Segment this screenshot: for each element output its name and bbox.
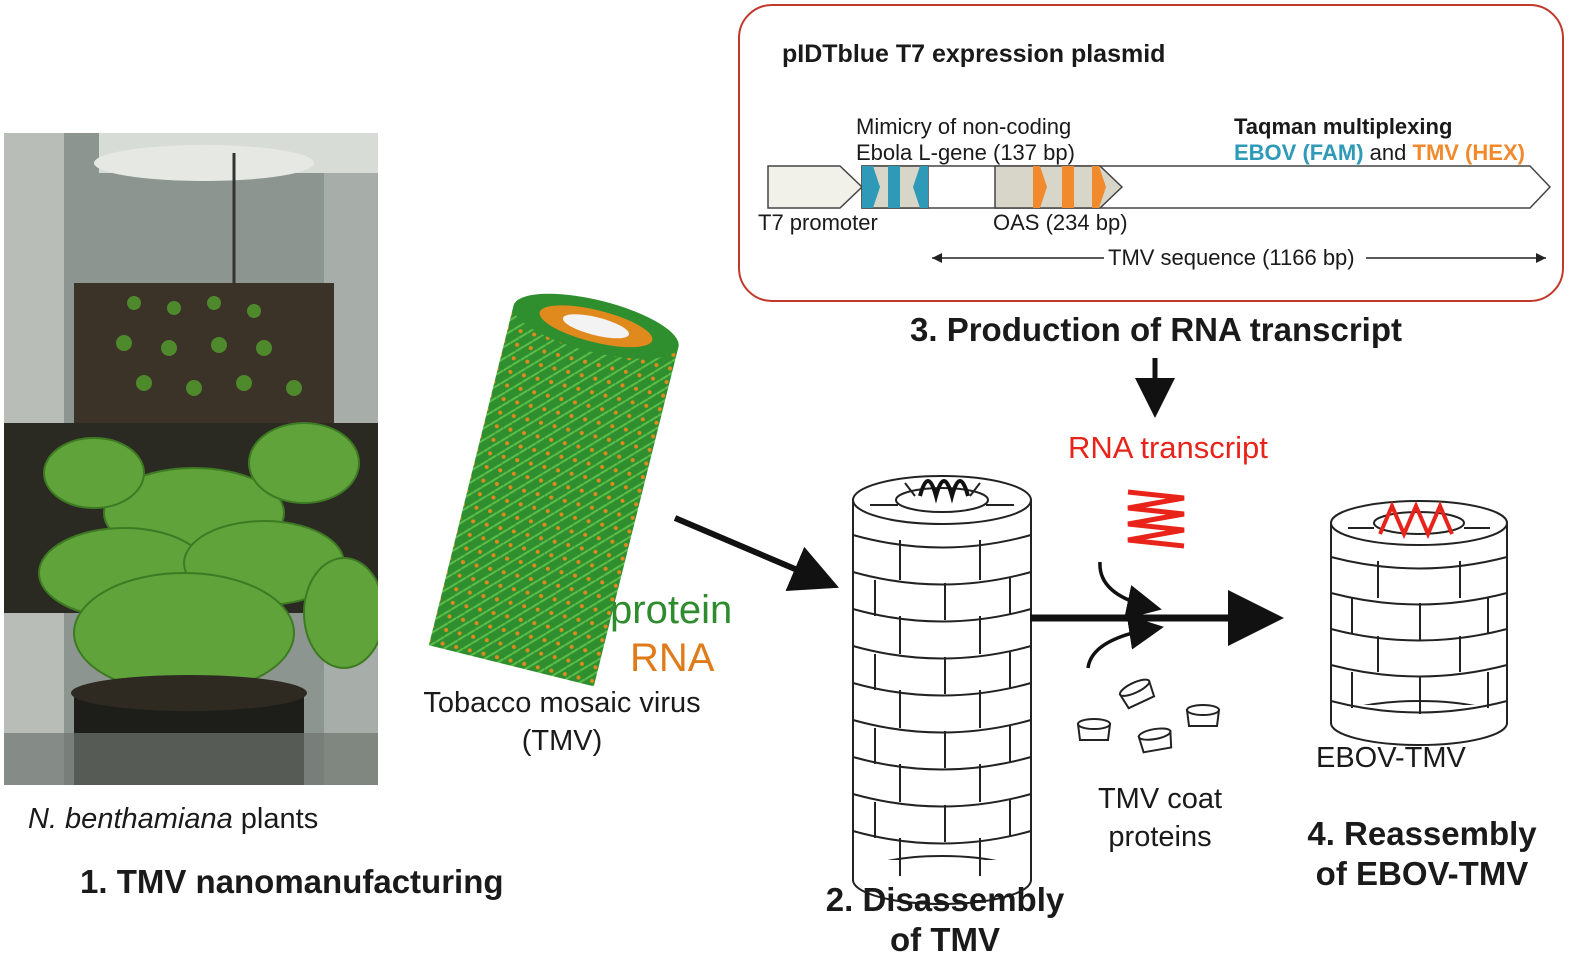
tmv-name-line2: (TMV)	[521, 725, 603, 757]
plants-caption: N. benthamiana plants	[28, 803, 318, 836]
rna-transcript-label: RNA transcript	[1068, 430, 1268, 465]
step1-title: 1. TMV nanomanufacturing	[80, 863, 504, 900]
ebov-tmv-cylinder	[1330, 500, 1508, 746]
coat-protein-fragments	[1076, 678, 1221, 754]
tmv-particle	[428, 293, 679, 687]
mimicry-label: Mimicry of non-coding Ebola L-gene (137 …	[856, 114, 1075, 166]
t7-promoter-block	[767, 165, 864, 209]
tmv-name: Tobacco mosaic virus (TMV)	[402, 684, 722, 760]
rna-coil	[1127, 489, 1185, 549]
coat-proteins-line1: TMV coat	[1097, 783, 1223, 815]
ebov-probe-1	[862, 166, 880, 208]
plants-caption-rest: plants	[232, 803, 319, 835]
mimicry-line1: Mimicry of non-coding	[856, 114, 1072, 139]
plasmid-panel: pIDTblue T7 expression plasmid Mimicry o…	[738, 4, 1564, 302]
oas-label: OAS (234 bp)	[993, 210, 1128, 235]
step2-title-line1: 2. Disassembly	[825, 881, 1065, 918]
coat-proteins-label: TMV coat proteins	[1060, 780, 1260, 856]
mimicry-line2: Ebola L-gene (137 bp)	[856, 140, 1075, 165]
plasmid-map	[767, 165, 1552, 272]
protein-label: protein	[610, 588, 733, 632]
taqman-tmv: TMV (HEX)	[1412, 140, 1525, 165]
tmv-sequence-label: TMV sequence (1166 bp)	[1108, 245, 1355, 270]
plasmid-title: pIDTblue T7 expression plasmid	[782, 40, 1166, 68]
ebov-tmv-label: EBOV-TMV	[1316, 742, 1466, 774]
t7-promoter-label: T7 promoter	[758, 210, 878, 235]
disassembled-tmv-cylinder	[852, 475, 1032, 905]
plant-photo-illustration	[4, 133, 378, 785]
plants-caption-species: N. benthamiana	[28, 803, 233, 835]
curved-arrow-rna	[1098, 561, 1162, 620]
step4-title-line2: of EBOV-TMV	[1315, 855, 1529, 892]
tmv-sequence-block	[861, 165, 1552, 209]
taqman-ebov: EBOV (FAM)	[1234, 140, 1364, 165]
nicotiana-plants-photo	[4, 133, 378, 785]
arrow-to-disassembly	[673, 515, 840, 592]
taqman-title: Taqman multiplexing	[1234, 114, 1453, 139]
curved-arrow-proteins	[1086, 614, 1164, 669]
oas-segment	[994, 165, 1124, 209]
step2-title-line2: of TMV	[890, 921, 1000, 958]
step4-title: 4. Reassembly of EBOV-TMV	[1282, 814, 1562, 894]
step3-title: 3. Production of RNA transcript	[910, 311, 1402, 348]
tmv-probe-1	[1033, 166, 1047, 208]
tmv-probe-3	[1092, 166, 1106, 208]
coat-proteins-line2: proteins	[1108, 821, 1212, 853]
taqman-label: Taqman multiplexing EBOV (FAM) and TMV (…	[1234, 114, 1525, 166]
ebov-probe-3	[913, 166, 928, 208]
rna-label: RNA	[630, 636, 715, 680]
step4-title-line1: 4. Reassembly	[1307, 815, 1537, 852]
step2-title: 2. Disassembly of TMV	[790, 880, 1100, 960]
tmv-probe-2	[1062, 166, 1074, 208]
tmv-name-line1: Tobacco mosaic virus	[423, 687, 701, 719]
ebov-probe-2	[888, 166, 900, 208]
taqman-and: and	[1363, 140, 1413, 165]
